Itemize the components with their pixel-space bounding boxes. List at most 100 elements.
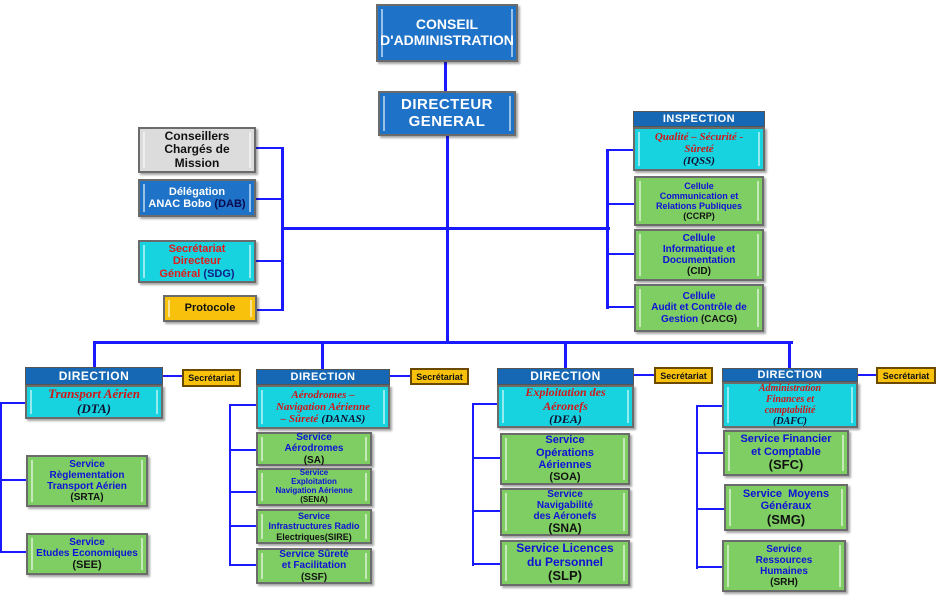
delegation-box[interactable]: Délégation ANAC Bobo (DAB): [138, 179, 256, 217]
secretariat-dg-box[interactable]: Secrétariat Directeur Général (SDG): [138, 240, 256, 283]
ccrp-box[interactable]: Cellule Communication et Relations Publi…: [634, 176, 764, 226]
danas-abbr: (DANAS): [321, 413, 366, 426]
connector-dafc-bus: [696, 405, 698, 569]
soa-line3: Aériennes: [538, 459, 592, 471]
srta-line1: Service: [69, 458, 105, 470]
sfc-box[interactable]: Service Financier et Comptable (SFC): [723, 430, 849, 476]
danas-name-line3: – Sûreté: [280, 413, 319, 426]
conseil-administration-box[interactable]: CONSEIL D'ADMINISTRATION: [376, 4, 518, 62]
srta-line2: Règlementation: [49, 469, 125, 481]
connector-sire: [229, 525, 257, 527]
ssf-line2: et Facilitation: [281, 560, 347, 572]
connector-directions-bus: [93, 341, 793, 344]
connector-sfc: [696, 452, 724, 454]
cacg-line1: Cellule: [682, 291, 716, 303]
secretariat-dg-line3: Général: [159, 267, 201, 280]
sena-box[interactable]: Service Exploitation Navigation Aérienne…: [256, 468, 372, 506]
dta-box[interactable]: Transport Aérien (DTA): [25, 385, 163, 419]
danas-name-line2: Navigation Aérienne: [275, 400, 370, 413]
sena-line1: Service: [299, 468, 329, 478]
soa-box[interactable]: Service Opérations Aériennes (SOA): [500, 433, 630, 485]
ccrp-line3: Relations Publiques: [655, 201, 742, 211]
see-line2: Etudes Economiques: [36, 547, 138, 559]
cid-abbr: (CID): [687, 266, 711, 278]
see-box[interactable]: Service Etudes Economiques (SEE): [26, 533, 148, 575]
delegation-abbr: (DAB): [214, 198, 246, 210]
connector-ssf: [229, 564, 257, 566]
dafc-name-line1: Administration: [758, 382, 822, 394]
connector-dea-bus: [472, 403, 474, 566]
dafc-secretariat-label: Secrétariat: [882, 371, 930, 381]
connector-cacg: [606, 306, 634, 308]
ssf-abbr: (SSF): [300, 571, 328, 583]
danas-secretariat[interactable]: Secrétariat: [410, 368, 469, 385]
conseillers-box[interactable]: Conseillers Chargés de Mission: [138, 127, 256, 173]
connector-left-staff-bus: [281, 147, 284, 311]
slp-line2: du Personnel: [526, 554, 603, 569]
inspection-header: INSPECTION: [633, 111, 765, 127]
sna-line3: des Aéronefs: [533, 510, 597, 522]
conseil-line2: D'ADMINISTRATION: [380, 32, 514, 48]
connector-sna: [472, 510, 500, 512]
slp-box[interactable]: Service Licences du Personnel (SLP): [500, 540, 630, 586]
connector-dafc: [788, 341, 791, 369]
dea-box[interactable]: Exploitation des Aéronefs (DEA): [497, 385, 634, 428]
secretariat-dg-abbr: (SDG): [203, 267, 235, 280]
connector-danas: [321, 341, 324, 369]
cacg-box[interactable]: Cellule Audit et Contrôle de Gestion (CA…: [634, 284, 764, 332]
sire-line1: Service: [297, 511, 331, 522]
smg-line2: Généraux: [760, 500, 812, 513]
slp-abbr: (SLP): [548, 568, 582, 584]
connector-slp: [472, 563, 500, 565]
connector-ccrp: [606, 203, 634, 205]
ssf-line1: Service Sûreté: [279, 549, 349, 561]
sna-box[interactable]: Service Navigabilité des Aéronefs (SNA): [500, 488, 630, 536]
danas-box[interactable]: Aérodromes – Navigation Aérienne – Sûret…: [256, 385, 390, 429]
smg-box[interactable]: Service Moyens Généraux (SMG): [724, 484, 848, 531]
dea-header-label: DIRECTION: [530, 369, 601, 383]
sa-box[interactable]: Service Aérodromes (SA): [256, 432, 372, 466]
see-line1: Service: [69, 536, 105, 548]
protocole-box[interactable]: Protocole: [163, 295, 257, 322]
dea-secretariat[interactable]: Secrétariat: [654, 367, 713, 384]
connector-protocole: [256, 309, 283, 311]
dta-secretariat-label: Secrétariat: [188, 373, 235, 383]
danas-header-label: DIRECTION: [290, 371, 356, 383]
cid-line3: Documentation: [662, 255, 736, 266]
connector-right-staff-bus: [606, 149, 609, 309]
danas-secretariat-label: Secrétariat: [416, 372, 463, 382]
dta-secretariat[interactable]: Secrétariat: [182, 369, 241, 387]
dta-header-label: DIRECTION: [58, 369, 130, 383]
connector-danas-main: [229, 404, 257, 406]
secretariat-dg-line2: Directeur: [172, 255, 222, 268]
see-abbr: (SEE): [72, 559, 102, 572]
dta-abbr: (DTA): [77, 401, 111, 416]
connector-srta: [0, 479, 27, 481]
protocole-label: Protocole: [184, 302, 236, 315]
inspection-line1: Qualité – Sécurité -: [654, 130, 744, 143]
danas-header: DIRECTION: [256, 369, 390, 385]
connector-dta-main: [0, 402, 27, 404]
srh-line3: Humaines: [760, 566, 808, 577]
connector-sec-dta: [163, 375, 183, 377]
ccrp-line1: Cellule: [684, 180, 714, 191]
connector-sec-danas: [390, 375, 410, 377]
dafc-header: DIRECTION: [722, 368, 858, 382]
inspection-box[interactable]: Qualité – Sécurité - Sûreté (IQSS): [633, 127, 765, 171]
cacg-line3: Gestion: [660, 313, 699, 325]
slp-line1: Service Licences: [516, 541, 614, 556]
connector-cid: [606, 253, 634, 255]
dafc-box[interactable]: Administration Finances et comptabilité …: [722, 382, 858, 428]
sire-box[interactable]: Service Infrastructures Radio Electrique…: [256, 509, 372, 544]
srta-box[interactable]: Service Règlementation Transport Aérien …: [26, 455, 148, 507]
inspection-abbr: (IQSS): [683, 155, 715, 168]
directeur-general-box[interactable]: DIRECTEUR GENERAL: [378, 91, 516, 136]
connector-delegation: [256, 198, 283, 200]
srh-box[interactable]: Service Ressources Humaines (SRH): [722, 540, 846, 592]
dafc-secretariat[interactable]: Secrétariat: [876, 367, 936, 384]
ccrp-line2: Communication et: [659, 190, 739, 201]
connector-dea-main: [472, 403, 500, 405]
cid-box[interactable]: Cellule Informatique et Documentation (C…: [634, 229, 764, 281]
connector-danas-bus: [229, 404, 231, 566]
ssf-box[interactable]: Service Sûreté et Facilitation (SSF): [256, 548, 372, 584]
